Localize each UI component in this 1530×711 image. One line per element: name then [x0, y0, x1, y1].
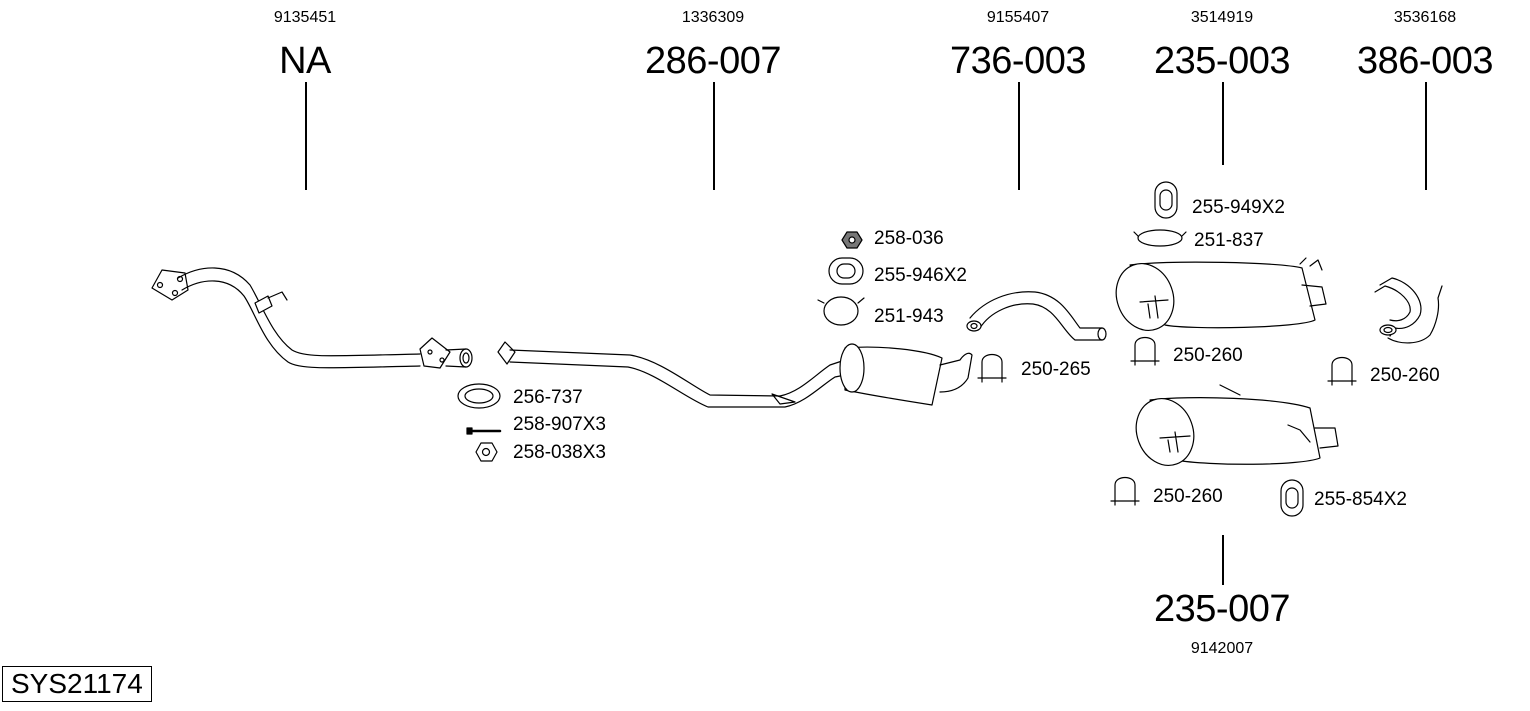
part-number: 286-007: [645, 40, 781, 82]
clamp-icon: [1133, 229, 1187, 247]
leader-line-386-003: [1425, 82, 1427, 190]
accessory-label: 250-265: [1021, 359, 1091, 380]
part-number: 235-003: [1154, 40, 1290, 82]
oe-number: 1336309: [681, 9, 745, 26]
oe-number: 3514919: [1190, 9, 1254, 26]
rubber-mount-icon: [1280, 479, 1304, 517]
u-clamp-icon: [1110, 476, 1140, 506]
accessory-label: 251-837: [1194, 230, 1264, 251]
s-pipe-drawing: [1374, 277, 1443, 344]
accessory-label: 258-036: [874, 228, 944, 249]
rubber-mount-icon: [828, 257, 864, 285]
bolt-icon: [466, 427, 502, 435]
middle-pipe-drawing: [497, 341, 973, 408]
rear-silencer-a-drawing: [1115, 257, 1327, 331]
leader-line-235-003: [1222, 82, 1224, 165]
accessory-label: 255-946X2: [874, 265, 967, 286]
leader-line-736-003: [1018, 82, 1020, 190]
accessory-label: 250-260: [1173, 345, 1243, 366]
oe-number: 9142007: [1190, 640, 1254, 657]
accessory-label: 256-737: [513, 387, 583, 408]
leader-line-286-007: [713, 82, 715, 190]
accessory-label: 258-038X3: [513, 442, 606, 463]
part-number: NA: [279, 40, 331, 82]
accessory-label: 250-260: [1153, 486, 1223, 507]
part-number: 235-007: [1154, 588, 1290, 630]
accessory-label: 250-260: [1370, 365, 1440, 386]
system-code-box: SYS21174: [2, 666, 152, 702]
u-clamp-icon: [977, 353, 1007, 383]
nut-icon: [475, 442, 498, 462]
u-clamp-icon: [1327, 356, 1357, 386]
oe-number: 9135451: [273, 9, 337, 26]
accessory-label: 255-854X2: [1314, 489, 1407, 510]
nut-icon: [841, 231, 863, 249]
rear-silencer-b-drawing: [1135, 384, 1339, 466]
oe-number: 9155407: [986, 9, 1050, 26]
part-number: 736-003: [950, 40, 1086, 82]
part-number: 386-003: [1357, 40, 1493, 82]
clamp-icon: [817, 296, 865, 326]
accessory-label: 255-949X2: [1192, 197, 1285, 218]
oe-number: 3536168: [1393, 9, 1457, 26]
front-pipe-drawing: [151, 267, 473, 369]
leader-line-na: [305, 82, 307, 190]
flange-gasket-icon: [457, 383, 501, 409]
accessory-label: 258-907X3: [513, 414, 606, 435]
tail-pipe-drawing: [966, 291, 1107, 341]
rubber-mount-icon: [1154, 181, 1178, 219]
accessory-label: 251-943: [874, 306, 944, 327]
leader-line-235-007: [1222, 535, 1224, 585]
u-clamp-icon: [1130, 336, 1160, 366]
